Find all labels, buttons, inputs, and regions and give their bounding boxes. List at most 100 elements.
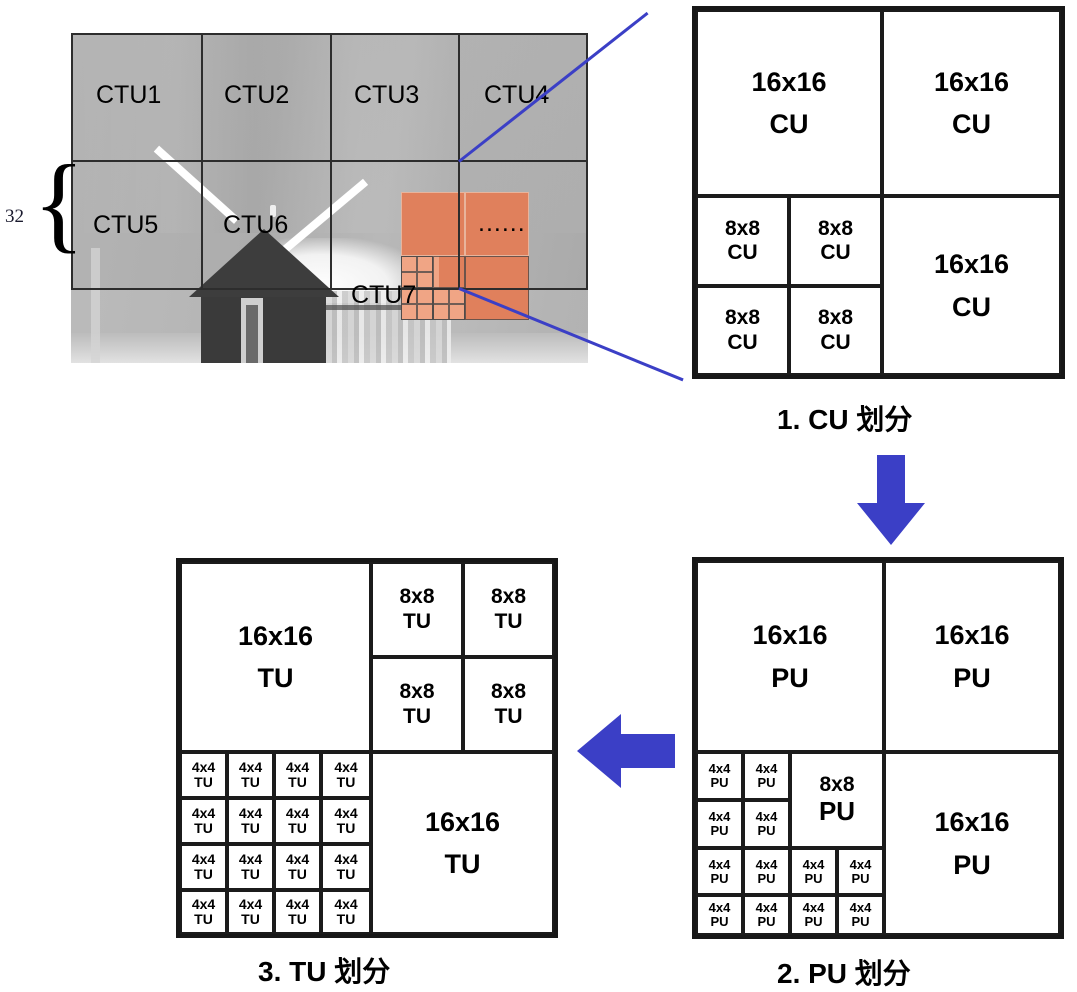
tu-partition-diagram: 16x16 TU 8x8 TU 8x8 TU 8x8 TU 8x8 TU 4x4… (176, 558, 558, 938)
pu-cell-3[interactable]: 4x4 PU (743, 752, 790, 800)
pu-cell-0-size: 16x16 (752, 620, 828, 651)
cu-cell-0[interactable]: 16x16 CU (696, 10, 882, 196)
tu-cell-11[interactable]: 4x4 TU (274, 798, 321, 844)
pu-cell-11[interactable]: 4x4 PU (696, 895, 743, 935)
tu-cell-10-unit: TU (241, 820, 260, 836)
tu-cell-0[interactable]: 16x16 TU (180, 562, 371, 752)
ctu-frame-panel: CTU1 CTU2 CTU3 CTU4 CTU5 CTU6 CTU7 .....… (71, 33, 588, 363)
tu-cell-9[interactable]: 4x4 TU (180, 798, 227, 844)
cu-cell-4-unit: CU (727, 330, 758, 354)
ctu7-sub-1 (433, 256, 465, 288)
tu-cell-6[interactable]: 4x4 TU (227, 752, 274, 798)
tu-cell-20-size: 4x4 (334, 896, 358, 913)
ctu7-sub-3d (449, 304, 465, 320)
pu-cell-2-size: 4x4 (708, 761, 731, 777)
cu-cell-2-unit: CU (727, 241, 758, 264)
arrow-cu-to-pu-icon (857, 455, 925, 545)
pu-cell-3-unit: PU (757, 775, 776, 790)
tu-cell-20[interactable]: 4x4 TU (321, 890, 371, 934)
tu-cell-12[interactable]: 4x4 TU (321, 798, 371, 844)
tu-cell-18-size: 4x4 (238, 896, 263, 913)
cu-cell-3[interactable]: 8x8 CU (789, 196, 882, 286)
pu-cell-6[interactable]: 8x8 PU (790, 752, 884, 848)
cu-cell-6-unit: CU (952, 291, 991, 322)
tu-diagram-caption: 3. TU 划分 (258, 956, 391, 987)
ctu7-sub-0d (417, 272, 433, 288)
grid-line-h2 (71, 288, 588, 290)
tu-cell-13-size: 4x4 (191, 851, 216, 868)
pu-cell-7-unit: PU (710, 870, 729, 886)
cu-cell-6[interactable]: 16x16 CU (882, 196, 1061, 375)
tu-cell-5[interactable]: 4x4 TU (180, 752, 227, 798)
tu-cell-20-unit: TU (336, 911, 356, 927)
tu-cell-3-size: 8x8 (399, 680, 435, 704)
pu-cell-14[interactable]: 4x4 PU (837, 895, 884, 935)
pu-cell-10-size: 4x4 (849, 856, 872, 872)
tu-cell-14[interactable]: 4x4 TU (227, 844, 274, 890)
tu-cell-10-size: 4x4 (238, 805, 263, 822)
tu-cell-8-unit: TU (336, 774, 356, 790)
pu-cell-13[interactable]: 4x4 PU (790, 895, 837, 935)
tu-cell-3[interactable]: 8x8 TU (371, 657, 463, 752)
tu-cell-13-unit: TU (194, 866, 213, 882)
grid-line-h1 (71, 160, 588, 162)
ctu7-sub-0a (401, 256, 417, 272)
pu-cell-11-unit: PU (710, 914, 729, 929)
ctu7-sub-3a (433, 288, 449, 304)
pu-cell-6-unit: PU (818, 796, 856, 827)
tu-cell-8[interactable]: 4x4 TU (321, 752, 371, 798)
grid-line-v2 (330, 33, 332, 290)
tu-cell-4-unit: TU (494, 704, 523, 728)
pu-cell-6-size: 8x8 (819, 773, 855, 797)
tu-cell-13[interactable]: 4x4 TU (180, 844, 227, 890)
tu-cell-15-unit: TU (288, 866, 307, 882)
tu-cell-0-size: 16x16 (237, 620, 314, 651)
pu-cell-4[interactable]: 4x4 PU (696, 800, 743, 848)
pu-cell-10[interactable]: 4x4 PU (837, 848, 884, 895)
cu-cell-5[interactable]: 8x8 CU (789, 286, 882, 375)
tu-cell-16-unit: TU (336, 866, 356, 882)
tu-cell-1-unit: TU (403, 609, 431, 633)
cu-cell-2[interactable]: 8x8 CU (696, 196, 789, 286)
tu-cell-7[interactable]: 4x4 TU (274, 752, 321, 798)
pu-cell-8[interactable]: 4x4 PU (743, 848, 790, 895)
ctu-label-2: CTU2 (224, 81, 290, 109)
pu-diagram-caption: 2. PU 划分 (777, 958, 911, 989)
ctu-label-5: CTU5 (93, 211, 159, 239)
tu-cell-15[interactable]: 4x4 TU (274, 844, 321, 890)
tu-cell-4[interactable]: 8x8 TU (463, 657, 554, 752)
pu-cell-15-unit: PU (953, 849, 991, 880)
tu-cell-18[interactable]: 4x4 TU (227, 890, 274, 934)
pu-cell-2[interactable]: 4x4 PU (696, 752, 743, 800)
tu-cell-7-unit: TU (288, 774, 307, 790)
grid-line-top (71, 33, 588, 35)
pu-cell-5[interactable]: 4x4 PU (743, 800, 790, 848)
tu-cell-5-size: 4x4 (191, 759, 216, 776)
tu-cell-2-unit: TU (494, 609, 523, 633)
tu-cell-18-unit: TU (241, 911, 260, 927)
pu-cell-0[interactable]: 16x16 PU (696, 561, 884, 752)
cu-cell-4-size: 8x8 (724, 306, 761, 330)
tu-cell-21[interactable]: 16x16 TU (371, 752, 554, 934)
tu-cell-16[interactable]: 4x4 TU (321, 844, 371, 890)
tu-cell-17[interactable]: 4x4 TU (180, 890, 227, 934)
ctu-label-1: CTU1 (96, 81, 162, 109)
tu-cell-21-unit: TU (444, 849, 481, 879)
pu-cell-15[interactable]: 16x16 PU (884, 752, 1060, 935)
tu-cell-10[interactable]: 4x4 TU (227, 798, 274, 844)
tu-cell-1[interactable]: 8x8 TU (371, 562, 463, 657)
cu-cell-1[interactable]: 16x16 CU (882, 10, 1061, 196)
ctu-label-4: CTU4 (484, 81, 550, 109)
cu-cell-4[interactable]: 8x8 CU (696, 286, 789, 375)
tu-cell-19[interactable]: 4x4 TU (274, 890, 321, 934)
pu-cell-12[interactable]: 4x4 PU (743, 895, 790, 935)
ctu7-sub-0c (401, 272, 417, 288)
pu-cell-9[interactable]: 4x4 PU (790, 848, 837, 895)
pu-cell-7[interactable]: 4x4 PU (696, 848, 743, 895)
left-post (91, 248, 100, 363)
pu-cell-12-size: 4x4 (755, 900, 778, 916)
pu-cell-9-size: 4x4 (802, 856, 825, 872)
pu-cell-1[interactable]: 16x16 PU (884, 561, 1060, 752)
pu-cell-12-unit: PU (757, 914, 776, 929)
tu-cell-2[interactable]: 8x8 TU (463, 562, 554, 657)
